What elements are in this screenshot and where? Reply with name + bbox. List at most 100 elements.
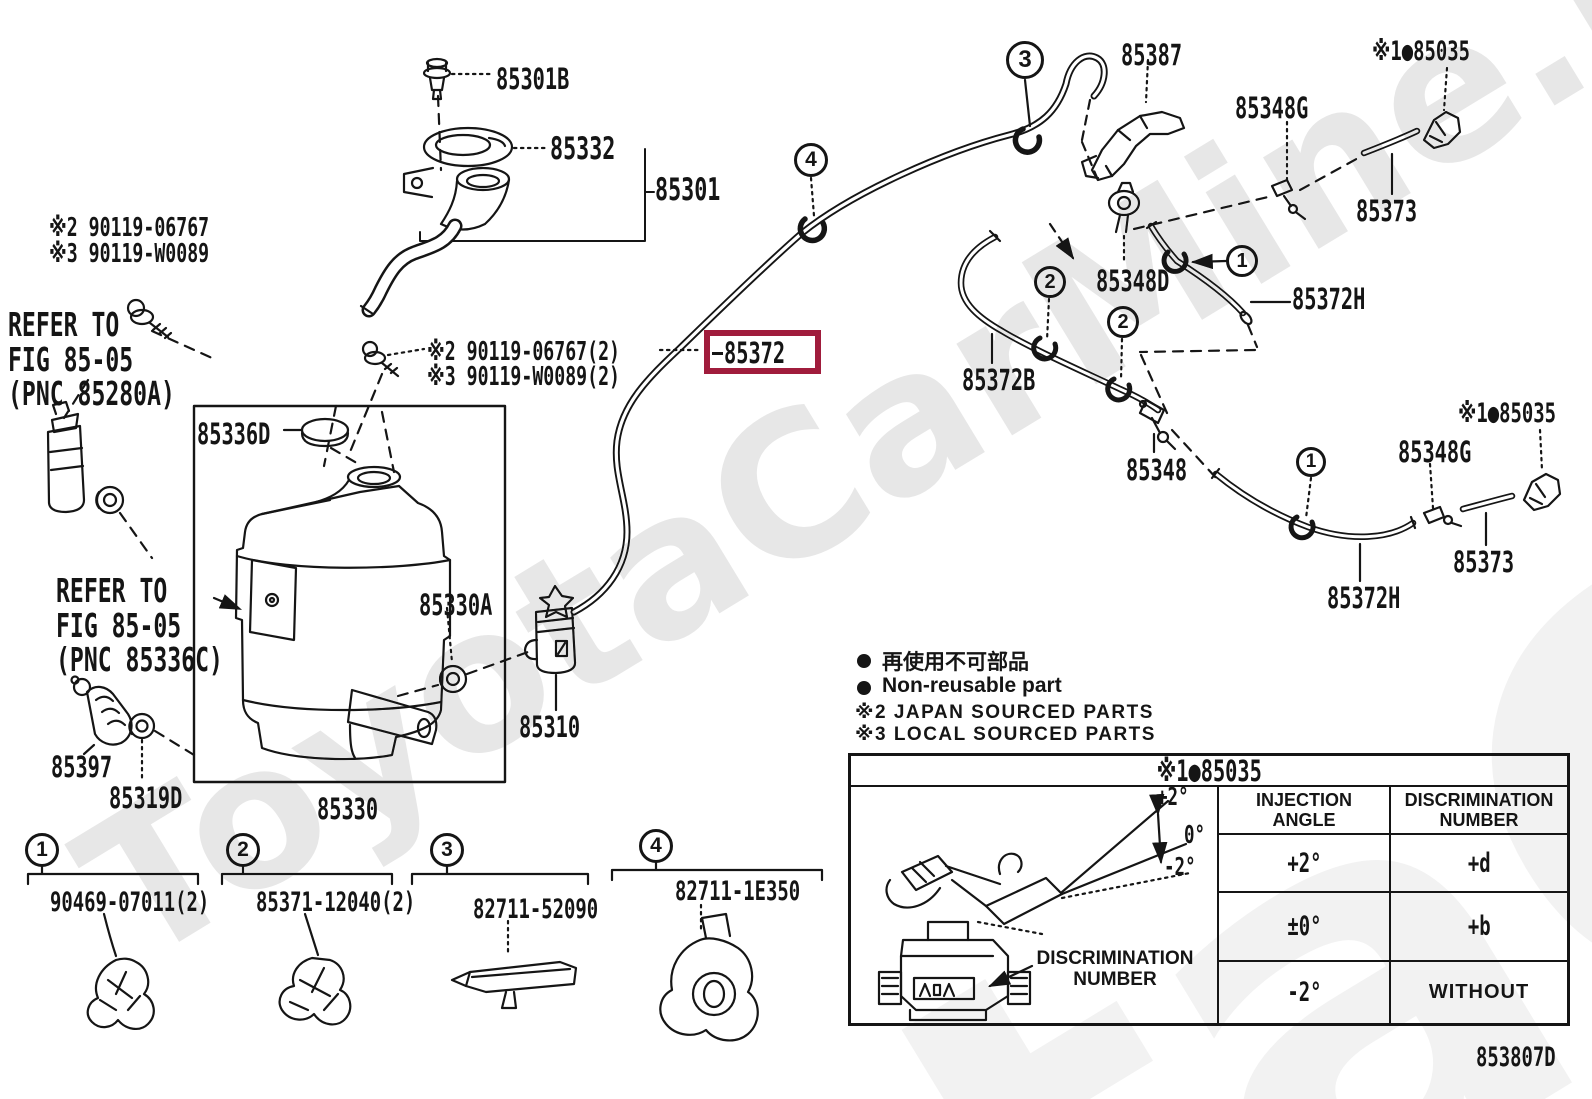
valve-85348D-drawing bbox=[1107, 181, 1270, 265]
note-angle-minus2: -2° bbox=[1164, 852, 1196, 881]
part-label-85348[interactable]: 85348 bbox=[1126, 453, 1188, 487]
table-diagram-cell bbox=[851, 787, 1219, 1023]
part-label-85397[interactable]: 85397 bbox=[51, 750, 113, 784]
part-label-85336D[interactable]: 85336D bbox=[197, 417, 271, 451]
clip-82711-1E350-drawing bbox=[659, 903, 759, 1042]
clip-85371-drawing bbox=[278, 912, 352, 1026]
cap-85332-drawing bbox=[422, 126, 548, 168]
legend-jp: 再使用不可部品 bbox=[882, 651, 1029, 674]
part-label-85301B[interactable]: 85301B bbox=[496, 62, 570, 96]
hose-85373-top-drawing bbox=[1360, 127, 1421, 196]
connector-85348G-top-drawing bbox=[1270, 120, 1362, 221]
part-label-85373-right[interactable]: 85373 bbox=[1453, 545, 1515, 579]
hose-85372B-drawing bbox=[957, 229, 1162, 414]
part-label-85372H-right[interactable]: 85372H bbox=[1327, 581, 1401, 615]
cell-angle-2: ±0° bbox=[1219, 891, 1389, 960]
note-angle-zero: 0° bbox=[1184, 820, 1206, 849]
part-label-85035-top[interactable]: ※1●85035 bbox=[1372, 36, 1471, 67]
reservoir-detail-box bbox=[192, 404, 507, 784]
pump-85310-drawing bbox=[523, 584, 577, 712]
clip-90469-drawing bbox=[86, 912, 155, 1030]
cell-angle-3: -2° bbox=[1219, 960, 1389, 1023]
part-label-82711-52090[interactable]: 82711-52090 bbox=[473, 894, 599, 925]
connector-85348G-right-drawing bbox=[1422, 462, 1463, 528]
callout-2: 2 bbox=[1107, 306, 1139, 338]
callout-3: 3 bbox=[430, 833, 464, 867]
note-line: (PNC 85336C) bbox=[56, 640, 223, 680]
callout-3: 3 bbox=[1006, 41, 1044, 79]
part-label-85332[interactable]: 85332 bbox=[550, 131, 616, 167]
part-label-85310[interactable]: 85310 bbox=[519, 710, 581, 744]
note-line: REFER TO bbox=[56, 571, 168, 610]
callout-2: 2 bbox=[226, 833, 260, 867]
part-label-85330A[interactable]: 85330A bbox=[419, 588, 493, 622]
legend-non-reusable: Non-reusable part bbox=[882, 674, 1062, 697]
note-line: DISCRIMINATION bbox=[1036, 948, 1194, 969]
nozzle-clip-85035-right-drawing bbox=[1522, 428, 1562, 512]
connector-85348-drawing bbox=[1138, 398, 1220, 482]
hose-85372H-top-drawing bbox=[1138, 220, 1292, 415]
screw-90119-2-drawing bbox=[348, 340, 426, 454]
nozzle-angle-diagram bbox=[885, 793, 1192, 936]
bracket-85387-drawing bbox=[1048, 58, 1186, 260]
hose-85373-right-drawing bbox=[1459, 492, 1516, 547]
part-label-85301[interactable]: 85301 bbox=[655, 172, 721, 208]
legend-japan-sourced: ※2 JAPAN SOURCED PARTS bbox=[855, 702, 1154, 723]
note-note-90119-06767-2: ※2 90119-06767(2) bbox=[427, 337, 621, 367]
note-line: FIG 85-05 bbox=[8, 339, 134, 379]
part-label-85372-selected[interactable]: 85372 bbox=[704, 330, 822, 375]
part-label-85373-top[interactable]: 85373 bbox=[1356, 194, 1418, 228]
callout-2: 2 bbox=[1034, 266, 1066, 298]
nozzle-front-diagram bbox=[877, 920, 1034, 1022]
grommet-85319D-drawing bbox=[128, 712, 196, 783]
legend-local-sourced: ※3 LOCAL SOURCED PARTS bbox=[855, 724, 1156, 745]
filler-neck-85301-drawing bbox=[359, 148, 655, 318]
note-line: NUMBER bbox=[1073, 969, 1157, 991]
part-label-85387[interactable]: 85387 bbox=[1121, 38, 1183, 72]
note-doc-number: 853807D bbox=[1476, 1042, 1556, 1073]
clip-82711-52090-drawing bbox=[450, 919, 578, 1010]
callout-1: 1 bbox=[1296, 447, 1326, 477]
part-label-85372B[interactable]: 85372B bbox=[962, 363, 1036, 397]
washer-tank-85330-drawing bbox=[234, 465, 452, 761]
cell-disc-3: WITHOUT bbox=[1389, 960, 1567, 1023]
part-label-85371-12040[interactable]: 85371-12040(2) bbox=[256, 887, 416, 918]
non-reusable-bullet-en bbox=[857, 681, 871, 695]
callout-brackets bbox=[26, 861, 824, 886]
part-label-85372H-top[interactable]: 85372H bbox=[1292, 282, 1366, 316]
callout-1: 1 bbox=[25, 833, 59, 867]
part-label-85330[interactable]: 85330 bbox=[317, 792, 379, 826]
part-label-85348G-top[interactable]: 85348G bbox=[1235, 91, 1309, 125]
cap-85336D-drawing bbox=[282, 417, 364, 468]
table-title: ※1●85035 bbox=[851, 754, 1567, 788]
cell-angle-1: +2° bbox=[1286, 847, 1322, 879]
part-label-85348G-right[interactable]: 85348G bbox=[1398, 435, 1472, 469]
hose-85372-drawing bbox=[570, 52, 1108, 616]
nozzle-clip-85035-top-drawing bbox=[1422, 66, 1462, 150]
selected-part-number: 85372 bbox=[724, 336, 786, 370]
grommet-85330A-drawing bbox=[396, 606, 530, 698]
note-line: REFER TO bbox=[8, 305, 120, 344]
note-line: FIG 85-05 bbox=[56, 605, 182, 645]
part-label-82711-1E350[interactable]: 82711-1E350 bbox=[675, 876, 801, 907]
note-note-90119-06767: ※2 90119-06767 bbox=[49, 213, 210, 243]
part-label-85319D[interactable]: 85319D bbox=[109, 781, 183, 815]
callout-4: 4 bbox=[794, 143, 828, 177]
cell-disc-1: +d bbox=[1389, 835, 1567, 891]
note-note-90119-W0089-2: ※3 90119-W0089(2) bbox=[427, 362, 621, 392]
part-label-85348D[interactable]: 85348D bbox=[1096, 264, 1170, 298]
non-reusable-bullet-jp bbox=[857, 654, 871, 668]
part-label-90469-07011[interactable]: 90469-07011(2) bbox=[50, 887, 210, 918]
part-label-85035-right[interactable]: ※1●85035 bbox=[1458, 398, 1557, 429]
callout-1: 1 bbox=[1226, 245, 1258, 277]
screw-90119-drawing bbox=[126, 298, 214, 360]
